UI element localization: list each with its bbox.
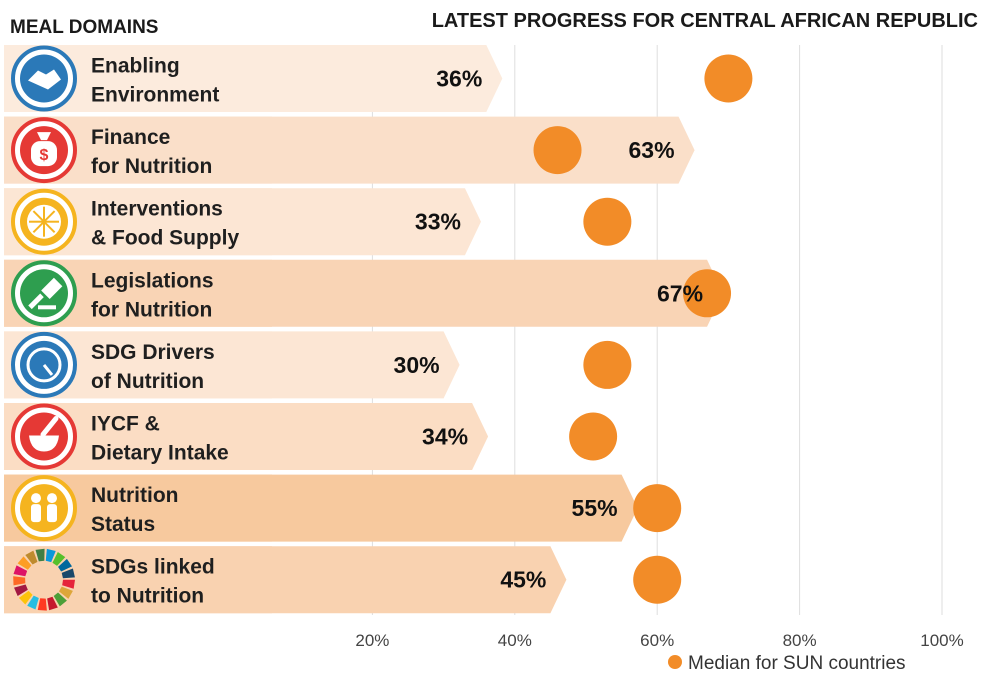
domain-row: $ Finance for Nutrition 63% xyxy=(4,116,695,184)
progress-arrow xyxy=(4,188,481,256)
progress-arrow xyxy=(4,45,503,112)
domain-label-line1: IYCF & xyxy=(91,413,160,436)
handshake-icon xyxy=(11,45,77,112)
domain-row: Interventions & Food Supply 33% xyxy=(4,188,632,256)
domain-label-line2: for Nutrition xyxy=(91,298,212,321)
median-dot xyxy=(683,269,732,318)
domain-label-line2: Status xyxy=(91,513,155,536)
domain-row: Legislations for Nutrition 67% xyxy=(4,259,732,327)
domain-label-line2: Environment xyxy=(91,84,219,107)
legend-marker xyxy=(668,655,682,669)
value-label: 34% xyxy=(422,424,468,450)
domain-label-line1: Nutrition xyxy=(91,484,178,507)
citrus-slice-icon xyxy=(11,188,77,255)
legend-label: Median for SUN countries xyxy=(688,653,906,673)
progress-arrow xyxy=(4,403,489,470)
progress-arrow xyxy=(4,474,638,542)
value-label: 30% xyxy=(394,352,440,378)
median-dot xyxy=(533,126,582,175)
domain-label-line1: SDGs linked xyxy=(91,556,215,579)
domain-label-line2: to Nutrition xyxy=(91,585,204,608)
x-tick-label: 80% xyxy=(783,631,817,650)
legend: Median for SUN countries xyxy=(668,653,906,673)
domain-label-line1: SDG Drivers xyxy=(91,341,215,364)
domain-label-line2: of Nutrition xyxy=(91,370,204,393)
money-bag-icon: $ xyxy=(11,117,77,184)
x-tick-label: 20% xyxy=(355,631,389,650)
domain-row: SDG Drivers of Nutrition 30% xyxy=(4,331,632,399)
progress-arrow xyxy=(4,259,724,327)
median-dot xyxy=(633,484,682,533)
gavel-icon xyxy=(11,260,77,327)
domain-label-line1: Enabling xyxy=(91,55,180,78)
sdg-wheel-icon xyxy=(13,548,75,611)
meal-domains-title: MEAL DOMAINS xyxy=(10,17,158,38)
value-label: 33% xyxy=(415,209,461,235)
progress-arrow xyxy=(4,116,695,184)
value-label: 55% xyxy=(572,495,618,521)
median-dot xyxy=(569,412,618,461)
speedometer-icon xyxy=(11,331,77,398)
value-label: 36% xyxy=(436,66,482,92)
x-tick-label: 40% xyxy=(498,631,532,650)
svg-text:$: $ xyxy=(40,147,49,164)
domain-label-line1: Interventions xyxy=(91,198,223,221)
children-icon xyxy=(11,475,77,542)
progress-arrow xyxy=(4,331,460,399)
chart-title: LATEST PROGRESS FOR CENTRAL AFRICAN REPU… xyxy=(432,10,978,32)
domain-row: IYCF & Dietary Intake 34% xyxy=(4,403,618,470)
value-label: 45% xyxy=(500,567,546,593)
domain-row: SDGs linked to Nutrition 45% xyxy=(4,546,682,614)
domain-label-line2: Dietary Intake xyxy=(91,442,229,465)
x-axis-ticks: 20% 40% 60% 80% 100% xyxy=(355,631,963,650)
mortar-pestle-icon xyxy=(11,403,77,470)
domain-label-line1: Legislations xyxy=(91,269,214,292)
domain-label-line2: & Food Supply xyxy=(91,227,239,250)
x-tick-label: 60% xyxy=(640,631,674,650)
value-label: 63% xyxy=(629,137,675,163)
domain-label-line1: Finance xyxy=(91,126,170,149)
median-dot xyxy=(583,197,632,246)
median-dot xyxy=(583,340,632,389)
value-label: 67% xyxy=(657,280,703,306)
progress-arrow xyxy=(4,546,567,614)
domain-label-line2: for Nutrition xyxy=(91,155,212,178)
median-dot xyxy=(633,555,682,604)
x-tick-label: 100% xyxy=(920,631,963,650)
median-dot xyxy=(704,54,753,103)
